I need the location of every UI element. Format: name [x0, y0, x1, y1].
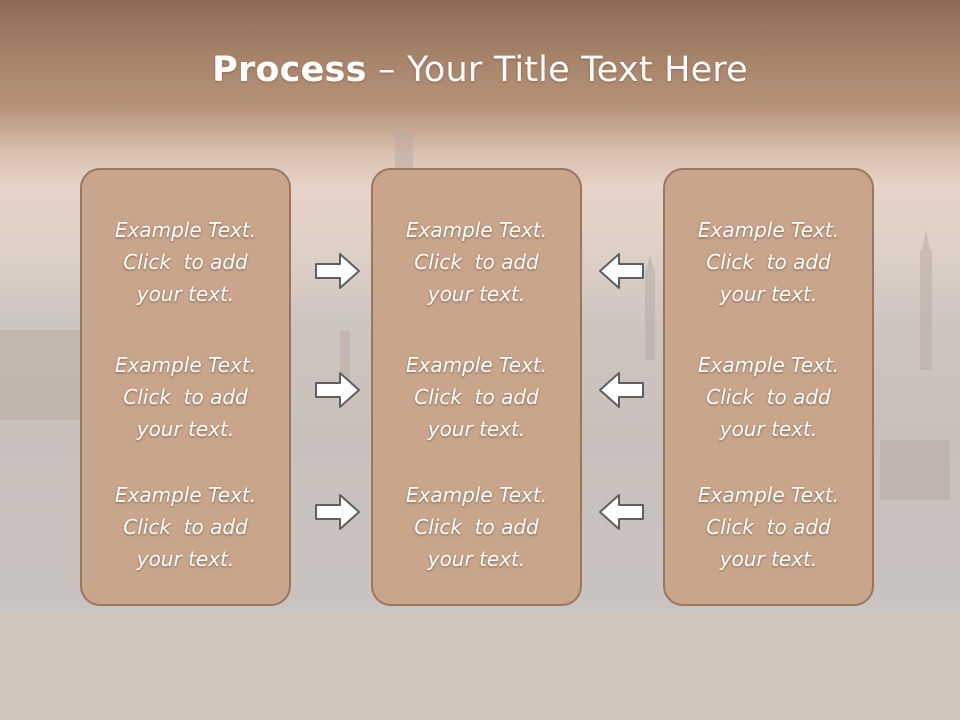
- right-arrow-icon[interactable]: [314, 492, 362, 532]
- placeholder-line: Example Text.: [405, 353, 548, 377]
- process-panel-right[interactable]: Example Text. Click to add your text. Ex…: [663, 168, 874, 606]
- text-placeholder[interactable]: Example Text. Click to add your text.: [373, 349, 580, 445]
- text-placeholder[interactable]: Example Text. Click to add your text.: [373, 214, 580, 310]
- placeholder-line: your text.: [136, 282, 235, 306]
- placeholder-line: Click to add: [123, 515, 248, 539]
- placeholder-line: your text.: [427, 417, 526, 441]
- placeholder-line: Click to add: [414, 250, 539, 274]
- placeholder-line: your text.: [719, 282, 818, 306]
- right-arrow-icon[interactable]: [314, 370, 362, 410]
- text-placeholder[interactable]: Example Text. Click to add your text.: [665, 479, 872, 575]
- placeholder-line: Click to add: [414, 385, 539, 409]
- placeholder-line: your text.: [427, 547, 526, 571]
- title-text: Your Title Text Here: [406, 50, 748, 90]
- placeholder-line: Click to add: [706, 515, 831, 539]
- placeholder-line: Example Text.: [405, 483, 548, 507]
- placeholder-line: Click to add: [123, 385, 248, 409]
- placeholder-line: Click to add: [414, 515, 539, 539]
- placeholder-line: Click to add: [706, 250, 831, 274]
- placeholder-line: Example Text.: [405, 218, 548, 242]
- placeholder-line: your text.: [719, 547, 818, 571]
- placeholder-line: your text.: [719, 417, 818, 441]
- text-placeholder[interactable]: Example Text. Click to add your text.: [82, 479, 289, 575]
- placeholder-line: Example Text.: [697, 483, 840, 507]
- left-arrow-icon[interactable]: [597, 370, 645, 410]
- placeholder-line: Example Text.: [697, 353, 840, 377]
- process-panel-center[interactable]: Example Text. Click to add your text. Ex…: [371, 168, 582, 606]
- placeholder-line: your text.: [136, 547, 235, 571]
- text-placeholder[interactable]: Example Text. Click to add your text.: [82, 349, 289, 445]
- title-bold: Process: [212, 50, 367, 90]
- left-arrow-icon[interactable]: [597, 492, 645, 532]
- placeholder-line: Example Text.: [114, 218, 257, 242]
- right-arrow-icon[interactable]: [314, 251, 362, 291]
- placeholder-line: Example Text.: [697, 218, 840, 242]
- text-placeholder[interactable]: Example Text. Click to add your text.: [82, 214, 289, 310]
- placeholder-line: your text.: [136, 417, 235, 441]
- placeholder-line: your text.: [427, 282, 526, 306]
- placeholder-line: Click to add: [706, 385, 831, 409]
- process-panel-left[interactable]: Example Text. Click to add your text. Ex…: [80, 168, 291, 606]
- placeholder-line: Example Text.: [114, 483, 257, 507]
- title-separator: –: [366, 50, 407, 90]
- left-arrow-icon[interactable]: [597, 251, 645, 291]
- slide-title[interactable]: Process – Your Title Text Here: [0, 50, 960, 90]
- text-placeholder[interactable]: Example Text. Click to add your text.: [665, 349, 872, 445]
- placeholder-line: Example Text.: [114, 353, 257, 377]
- text-placeholder[interactable]: Example Text. Click to add your text.: [665, 214, 872, 310]
- text-placeholder[interactable]: Example Text. Click to add your text.: [373, 479, 580, 575]
- placeholder-line: Click to add: [123, 250, 248, 274]
